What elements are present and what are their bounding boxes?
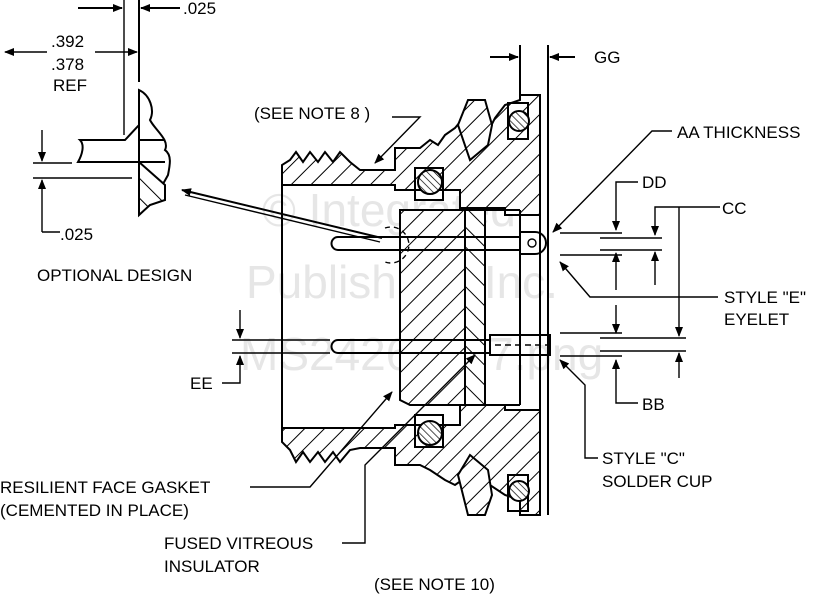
style-c-label-line-1: STYLE "C" bbox=[602, 449, 685, 468]
style-e-label-line-2: EYELET bbox=[724, 310, 789, 329]
right-dimensions bbox=[222, 53, 720, 544]
insulator-label-line-2: INSULATOR bbox=[164, 557, 260, 576]
gg-label: GG bbox=[594, 48, 620, 67]
optional-design-detail bbox=[4, 0, 180, 233]
dim-025-top: .025 bbox=[183, 0, 216, 18]
style-c-label-line-2: SOLDER CUP bbox=[602, 472, 713, 491]
cc-label: CC bbox=[722, 199, 747, 218]
dim-025-bottom: .025 bbox=[60, 225, 93, 244]
ee-label: EE bbox=[190, 374, 213, 393]
bb-label: BB bbox=[642, 395, 665, 414]
aa-thickness-label: AA THICKNESS bbox=[677, 123, 800, 142]
contacts bbox=[330, 226, 551, 356]
dim-ref: REF bbox=[53, 76, 87, 95]
dim-392: .392 bbox=[51, 32, 84, 51]
gasket-label-line-2: (CEMENTED IN PLACE) bbox=[0, 501, 189, 520]
see-note-8-label: (SEE NOTE 8 ) bbox=[254, 104, 370, 123]
dim-378: .378 bbox=[51, 55, 84, 74]
see-note-10-label: (SEE NOTE 10) bbox=[374, 575, 495, 594]
connector-body bbox=[281, 45, 549, 516]
insulator-label-line-1: FUSED VITREOUS bbox=[164, 534, 313, 553]
optional-design-label: OPTIONAL DESIGN bbox=[37, 266, 192, 285]
style-e-label-line-1: STYLE "E" bbox=[724, 288, 806, 307]
dd-label: DD bbox=[642, 173, 667, 192]
gasket-label-line-1: RESILIENT FACE GASKET bbox=[0, 478, 210, 497]
